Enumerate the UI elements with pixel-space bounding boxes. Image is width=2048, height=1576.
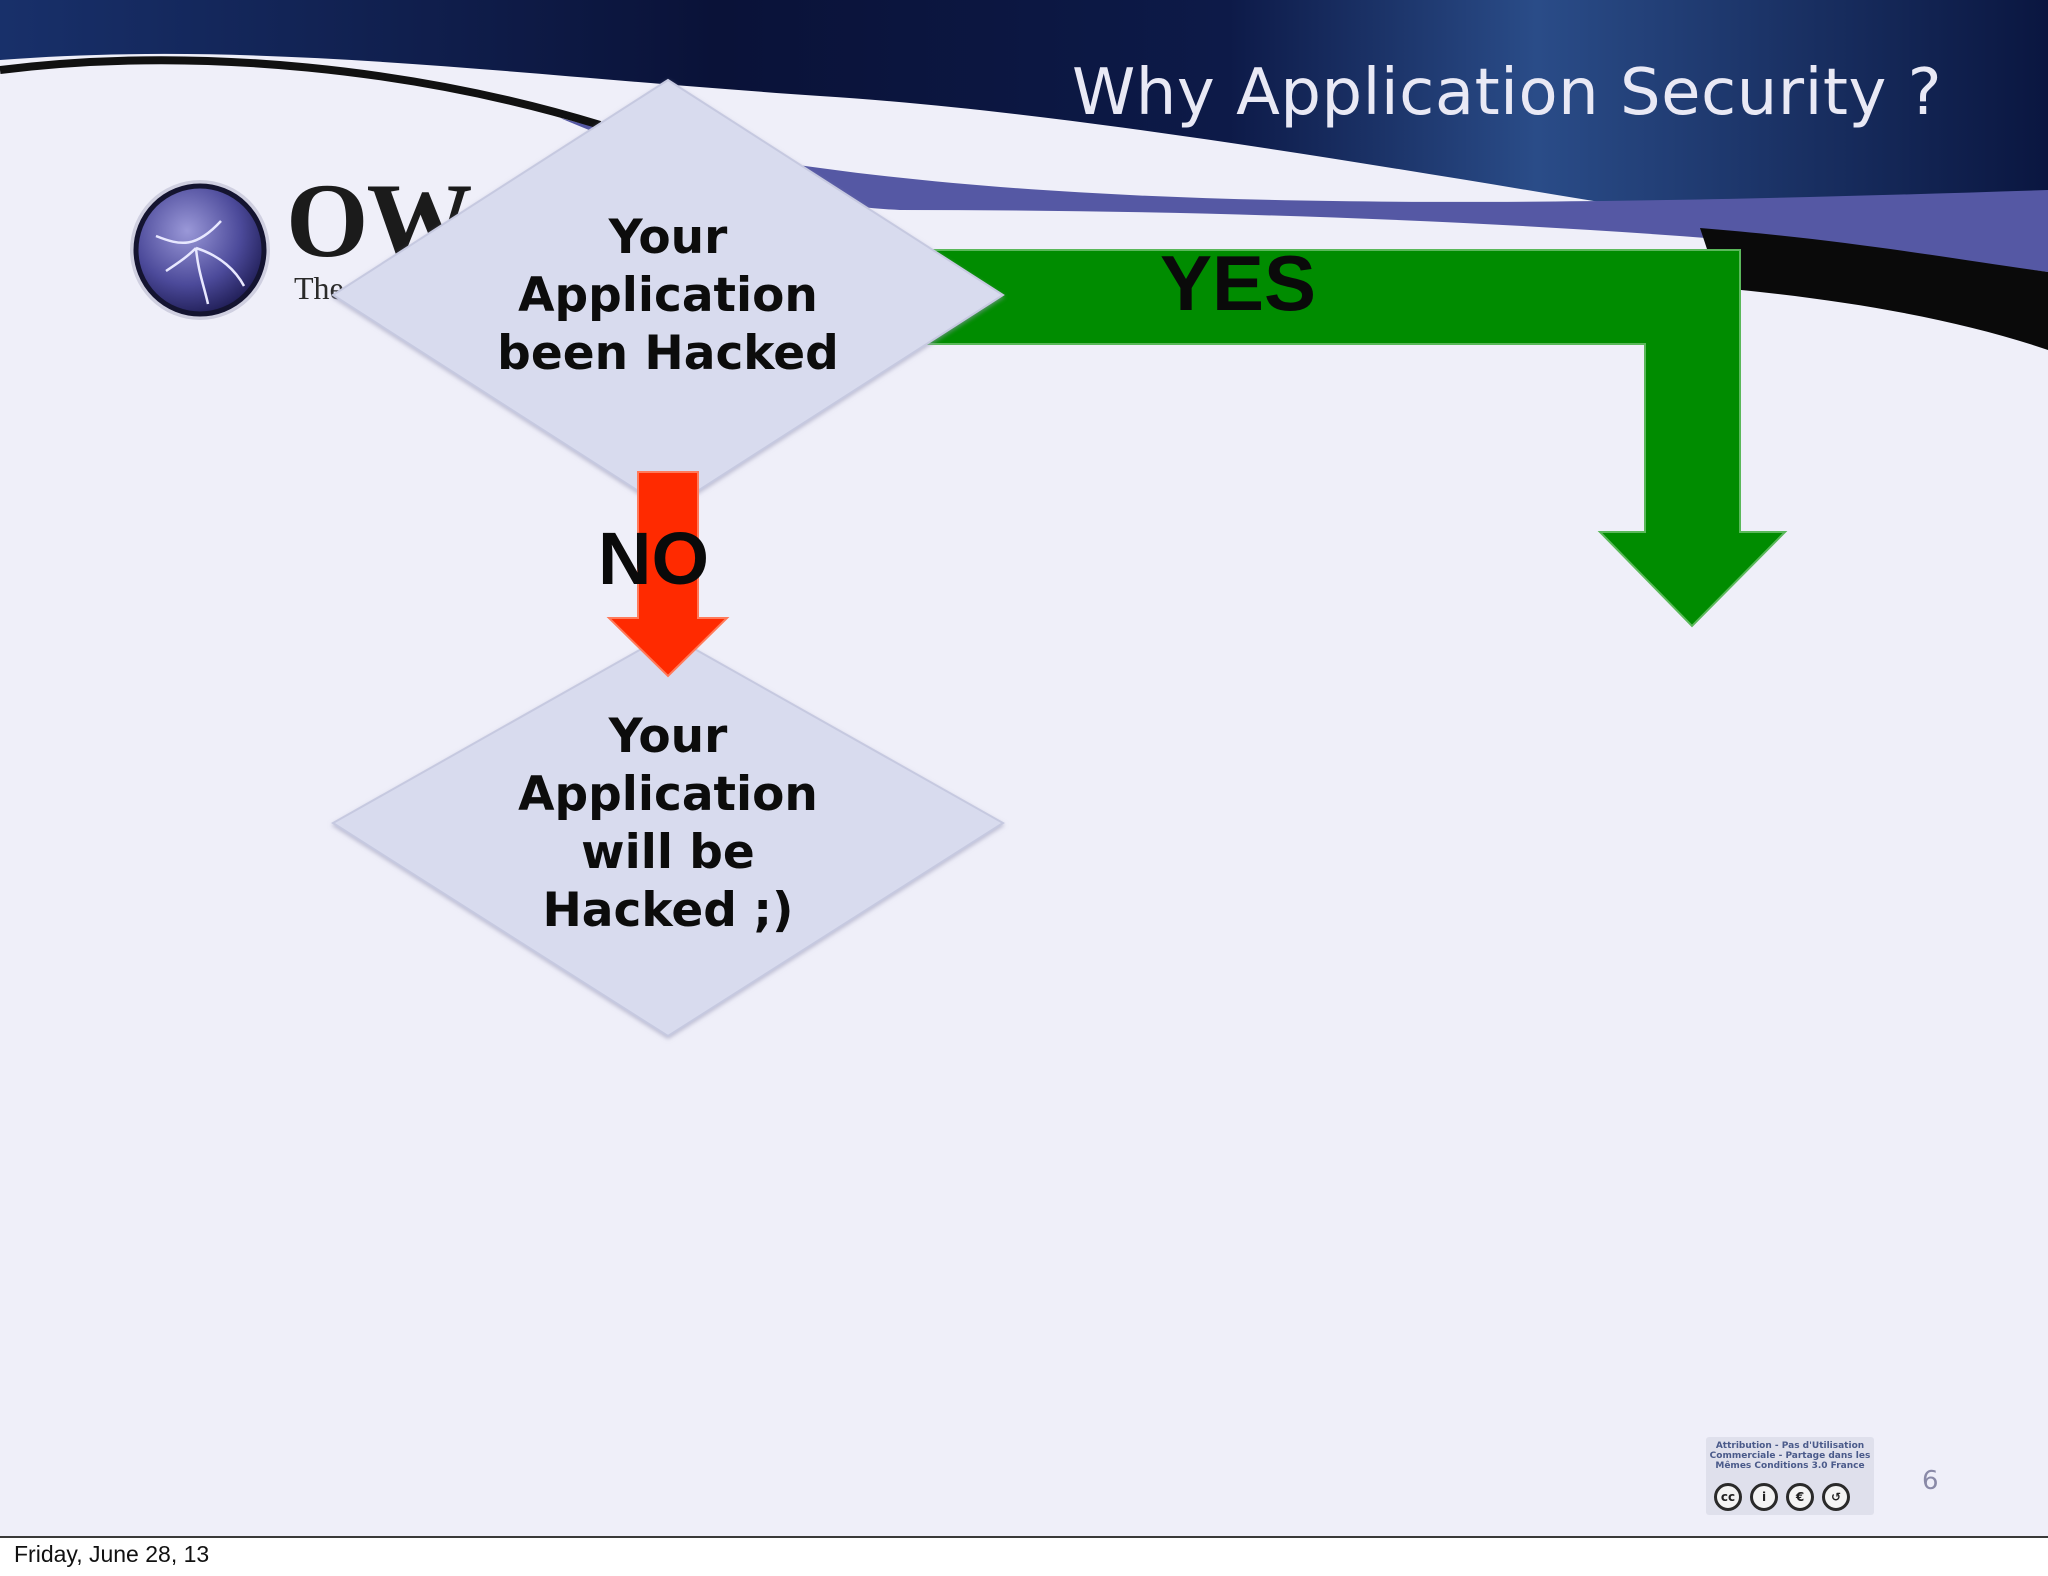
no-arrow — [606, 471, 730, 678]
noncommercial-icon: € — [1786, 1483, 1814, 1511]
outcome-line: Your — [608, 709, 728, 764]
decision-line: Application — [518, 268, 818, 323]
license-badge[interactable]: Attribution - Pas d'Utilisation Commerci… — [1706, 1437, 1874, 1515]
attribution-icon: i — [1750, 1483, 1778, 1511]
license-text: Attribution - Pas d'Utilisation Commerci… — [1709, 1441, 1871, 1471]
flowchart — [331, 78, 1788, 1038]
outcome-text: Your Application will be Hacked ;) — [458, 708, 878, 940]
owasp-logo-icon — [130, 180, 270, 320]
header-background — [0, 0, 2048, 350]
outcome-line: will be — [581, 825, 755, 880]
cc-icon: cc — [1714, 1483, 1742, 1511]
yes-arrow — [859, 249, 1788, 628]
share-alike-icon: ↺ — [1822, 1483, 1850, 1511]
decision-text: Your Application been Hacked — [458, 209, 878, 383]
footer-date: Friday, June 28, 13 — [14, 1541, 210, 1567]
slide-title: Why Application Security ? — [1072, 56, 1943, 130]
outcome-line: Application — [518, 767, 818, 822]
yes-label: YES — [1160, 239, 1317, 327]
decision-line: Your — [608, 210, 728, 265]
logo-tagline: The — [294, 270, 344, 306]
decision-line: been Hacked — [497, 326, 839, 381]
no-label: NO — [598, 517, 709, 600]
outcome-diamond[interactable] — [331, 632, 1005, 1038]
slide: Why Application Security ? OW The — [0, 0, 2048, 1538]
outcome-line: Hacked ;) — [542, 883, 794, 938]
page-number: 6 — [1922, 1466, 1939, 1496]
